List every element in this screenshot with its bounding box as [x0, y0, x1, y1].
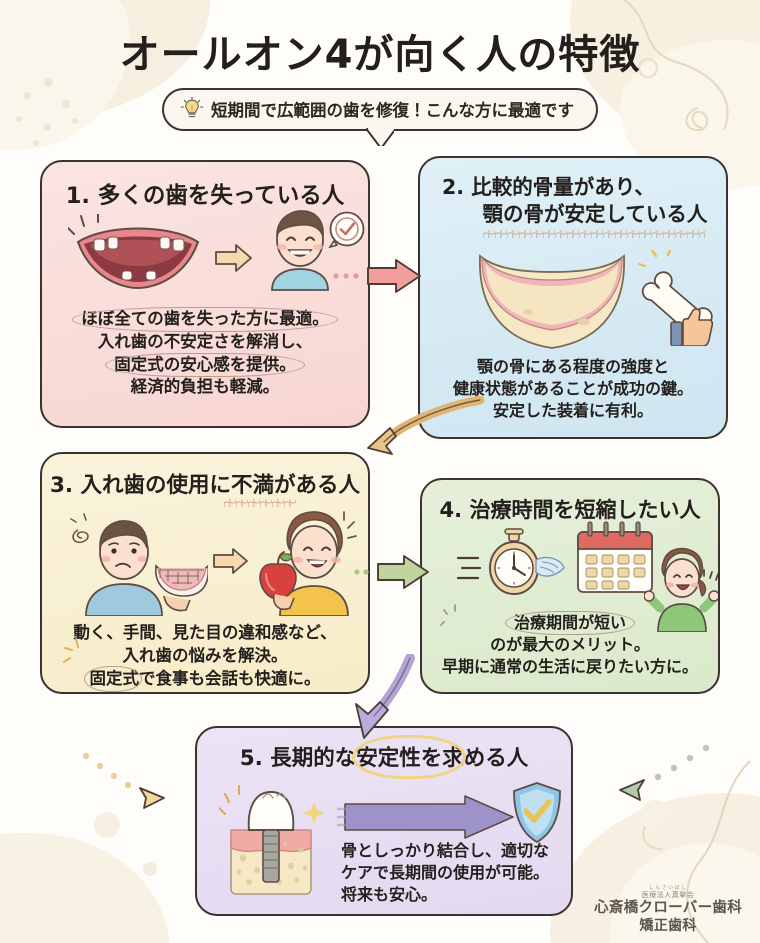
- page-title-text: オールオン4が向く人の特徴: [119, 32, 641, 78]
- subtitle-bubble: 短期間で広範囲の歯を修復！こんな方に最適です: [162, 88, 598, 131]
- card-5-title: 5. 長期的な安定性を求める人: [197, 735, 571, 779]
- card-3-body-line-3: 固定式で食事も会話も快適に。: [89, 668, 321, 688]
- arrow-card3-to-card4: [354, 555, 429, 589]
- dental-implant-icon: [219, 785, 323, 895]
- clinic-org-name: 医療法人真摯会: [641, 890, 695, 899]
- card-2-body: 顎の骨にある程度の強度と 健康状態があることが成功の鍵。 安定した装着に有利。: [420, 356, 726, 422]
- arrow-right-icon: [215, 244, 252, 272]
- check-badge-icon: [328, 211, 365, 248]
- card-1-title-line-1: 1. 多くの歯を失っている人: [65, 183, 345, 209]
- clinic-org-ruby: しんさいばし: [648, 884, 688, 891]
- card-1-title: 1. 多くの歯を失っている人: [42, 178, 368, 210]
- card-4-title: 4. 治療時間を短縮したい人: [422, 494, 718, 524]
- card-2-body-line-3: 安定した装着に有利。: [492, 401, 653, 421]
- subtitle-container: 短期間で広範囲の歯を修復！こんな方に最適です: [0, 88, 760, 131]
- card-3-body: 動く、手間、見た目の違和感など、 入れ歯の悩みを解決。 固定式で食事も会話も快適…: [42, 622, 368, 692]
- card-5[interactable]: 5. 長期的な安定性を求める人: [195, 726, 573, 916]
- card-2-title: 2. 比較的骨量があり、 顎の骨が安定している人: [420, 174, 726, 238]
- card-2-body-line-2: 健康状態があることが成功の鍵。: [452, 379, 693, 399]
- lightbulb-icon: [180, 96, 204, 118]
- page-title: オールオン4が向く人の特徴: [112, 22, 649, 80]
- winged-stopwatch-icon: [456, 528, 565, 596]
- card-1-body-line-3: 固定式の安心感を提供。: [105, 352, 305, 378]
- card-2-title-line-2: 顎の骨が安定している人: [482, 202, 708, 227]
- page-title-container: オールオン4が向く人の特徴: [0, 22, 760, 80]
- clinic-name-sub: 矯正歯科: [639, 917, 697, 934]
- bone-icon: [638, 250, 714, 346]
- card-4-body-line-2: のが最大のメリット。: [490, 635, 650, 655]
- card-5-body: 骨としっかり結合し、適切な ケアで長期間の使用が可能。 将来も安心。: [339, 840, 557, 906]
- jawbone-icon: [479, 254, 625, 349]
- card-1-body: ほぼ全ての歯を失った方に最適。 入れ歯の不安定さを解消し、 固定式の安心感を提供…: [42, 307, 368, 399]
- card-3[interactable]: 3. 入れ歯の使用に不満がある人: [40, 452, 370, 694]
- card-3-title: 3. 入れ歯の使用に不満がある人: [42, 468, 368, 507]
- happy-woman-apple-icon: [259, 511, 357, 616]
- arrow-card2-to-card3: [367, 396, 485, 455]
- card-2-title-wavy-underline: [482, 229, 706, 238]
- sparkle-icon: [440, 604, 456, 626]
- subtitle-text: 短期間で広範囲の歯を修復！こんな方に最適です: [211, 101, 574, 120]
- decor-dot: [143, 862, 157, 876]
- card-3-title-wavy-underline: [223, 499, 296, 507]
- worried-man-denture-icon: [70, 513, 208, 616]
- arrow-right-icon: [213, 548, 248, 574]
- long-arrow-right-icon: [337, 795, 514, 839]
- card-4-body: 治療期間が短い のが最大のメリット。 早期に通常の生活に戻りたい方に。: [422, 610, 718, 678]
- calendar-icon: [577, 521, 653, 593]
- smiling-man-icon: [271, 210, 329, 291]
- arrow-right-to-card5: [619, 744, 710, 801]
- mouth-missing-teeth-icon: [68, 214, 200, 290]
- card-2-body-line-1: 顎の骨にある程度の強度と: [476, 357, 669, 376]
- card-4-body-line-3: 早期に通常の生活に戻りたい方に。: [441, 657, 698, 677]
- card-3-body-line-1: 動く、手間、見た目の違和感など、: [73, 623, 337, 642]
- shield-check-icon: [513, 782, 561, 844]
- card-2[interactable]: 2. 比較的骨量があり、 顎の骨が安定している人 顎の骨にある程度の強度と: [418, 156, 728, 439]
- card-2-title-line-1: 2. 比較的骨量があり、: [442, 175, 655, 199]
- card-5-body-line-3: 将来も安心。: [341, 885, 438, 905]
- thumbs-up-icon: [670, 308, 714, 346]
- arrow-card4-to-card5: [355, 654, 415, 739]
- card-3-body-circle: [83, 665, 142, 692]
- arrow-left-to-card5: [82, 752, 165, 809]
- card-5-body-line-2: ケアで長期間の使用が可能。: [341, 863, 550, 883]
- card-1-body-line-1: ほぼ全ての歯を失った方に最適。: [72, 307, 338, 332]
- card-4-title-line-1: 4. 治療時間を短縮したい人: [439, 498, 701, 522]
- card-4[interactable]: 4. 治療時間を短縮したい人: [420, 478, 720, 694]
- arrow-card1-to-card2: [333, 259, 421, 293]
- decor-blob-bottom-left: [0, 833, 170, 943]
- card-1-body-line-2: 入れ歯の不安定さを解消し、: [97, 331, 313, 351]
- card-3-title-line-1: 3. 入れ歯の使用に不満がある人: [49, 473, 361, 498]
- card-1-body-line-4: 経済的負担も軽減。: [130, 377, 280, 397]
- card-1[interactable]: 1. 多くの歯を失っている人: [40, 160, 370, 428]
- card-5-body-line-1: 骨としっかり結合し、適切な: [341, 841, 550, 860]
- card-3-body-line-2: 入れ歯の悩みを解決。: [122, 645, 288, 665]
- cheering-woman-icon: [644, 547, 718, 632]
- clinic-name: 心斎橋クローバー歯科: [594, 900, 742, 917]
- card-5-title-circle: [351, 735, 466, 779]
- card-4-body-line-1: 治療期間が短い: [504, 610, 636, 636]
- clinic-logo: しんさいばし 医療法人真摯会 心斎橋クローバー歯科 矯正歯科: [594, 884, 742, 935]
- sparkle-icon: [63, 638, 79, 663]
- decor-dot: [33, 140, 39, 146]
- bubble-tail: [366, 128, 394, 146]
